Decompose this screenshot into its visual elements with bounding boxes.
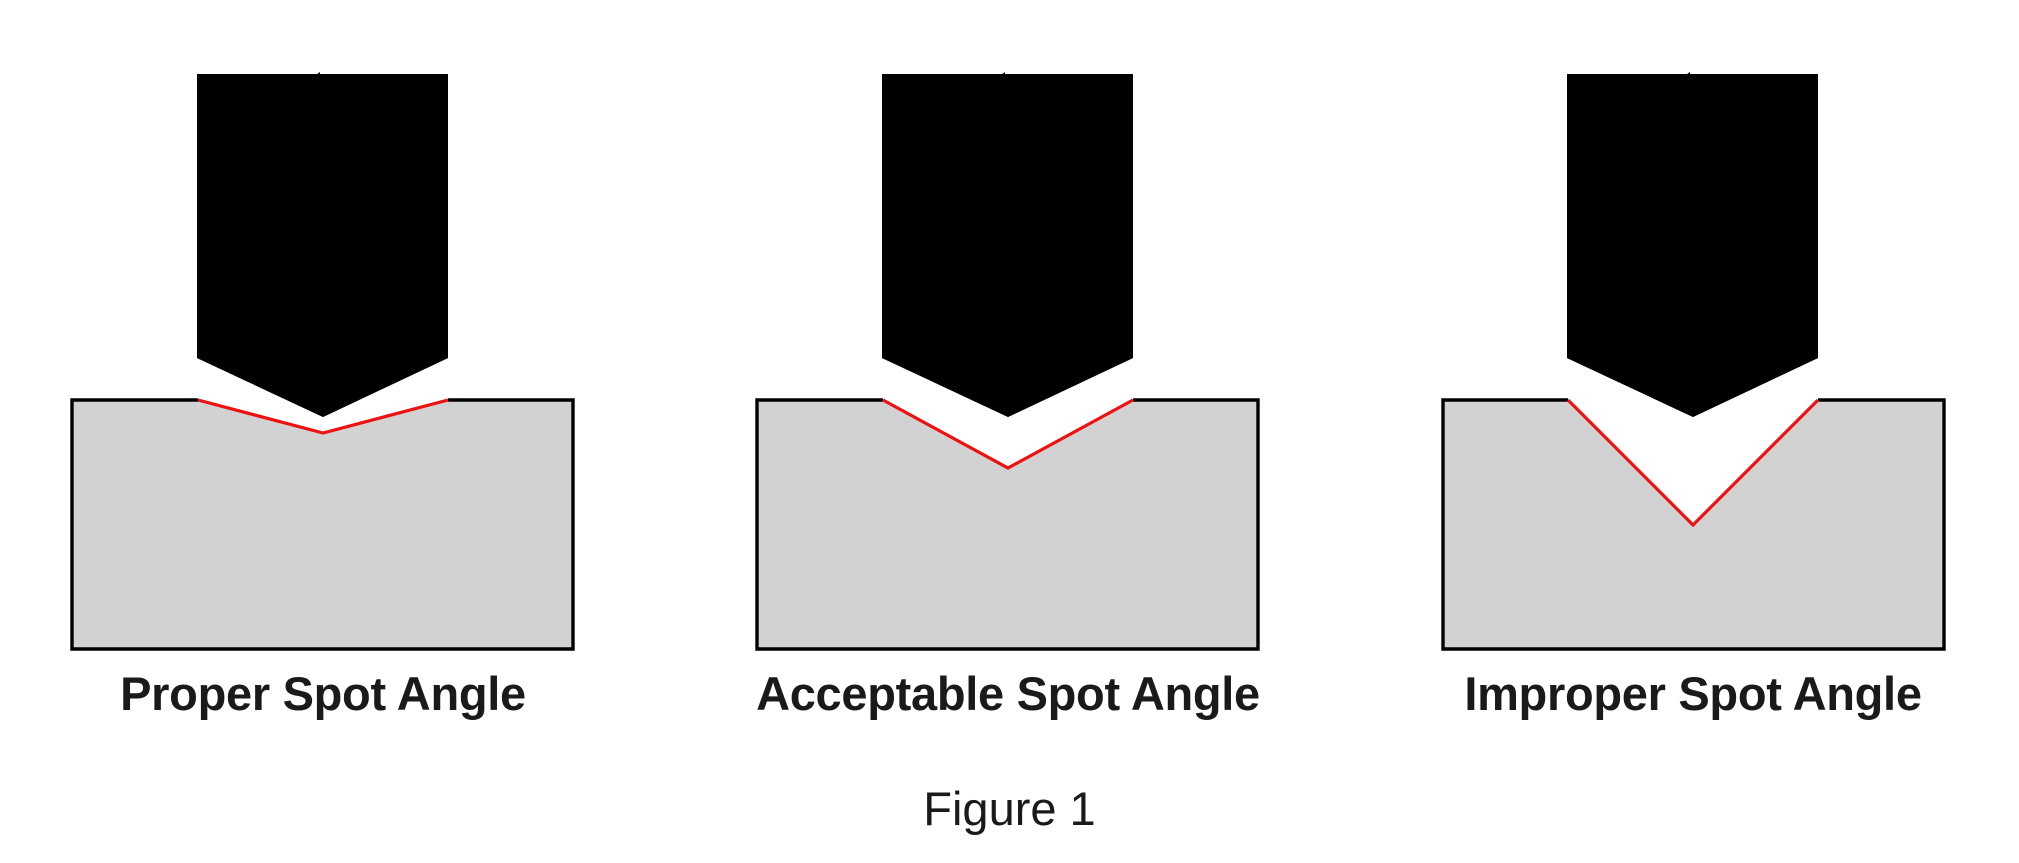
workpiece-block: [755, 398, 1260, 651]
panel-label-improper: Improper Spot Angle: [1464, 667, 1922, 720]
panel-proper: [70, 72, 575, 651]
spot-cut-line: [1566, 398, 1820, 528]
drill-bit-icon: [1567, 72, 1818, 417]
spot-cut-line: [882, 398, 1134, 470]
drill-bit-icon: [882, 72, 1133, 417]
workpiece-block: [70, 398, 575, 651]
panel-label-proper: Proper Spot Angle: [120, 667, 526, 720]
drill-bit-icon: [197, 72, 448, 417]
panel-label-acceptable: Acceptable Spot Angle: [756, 667, 1260, 720]
figure-caption: Figure 1: [923, 782, 1096, 835]
panel-acceptable: [755, 72, 1260, 651]
spot-cut-line: [197, 398, 449, 435]
panel-improper: [1441, 72, 1946, 651]
workpiece-block: [1441, 398, 1946, 651]
